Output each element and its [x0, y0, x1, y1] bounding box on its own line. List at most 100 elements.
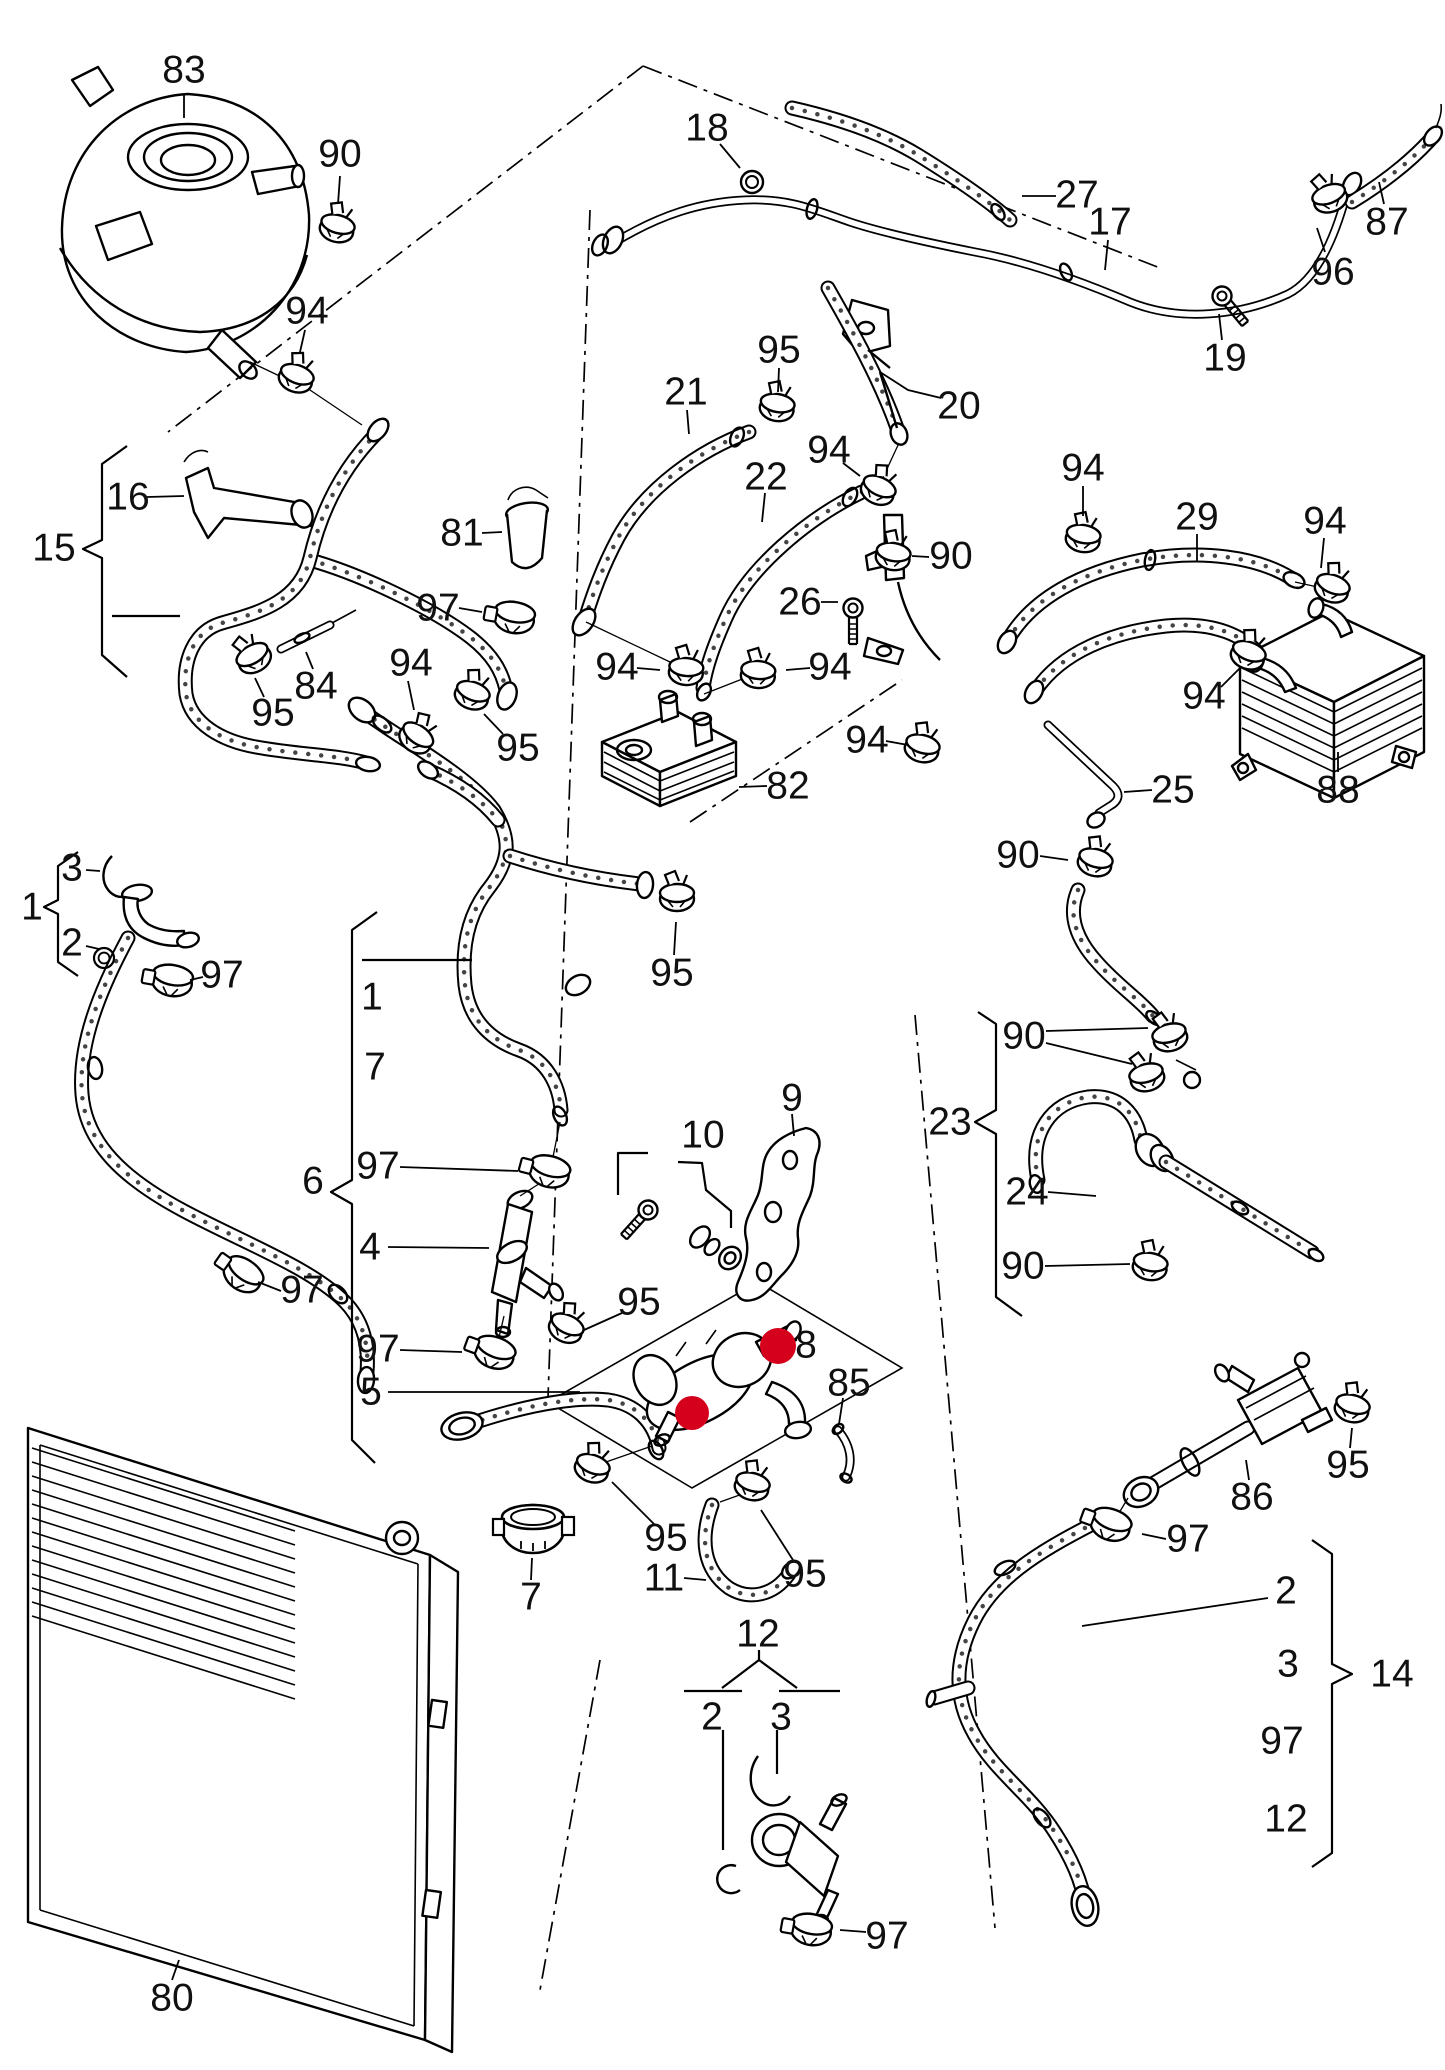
- hose-5: [440, 1399, 666, 1461]
- leader-line-21: [686, 409, 690, 435]
- part-label-5: 5: [360, 1371, 382, 1414]
- leader-line-86: [1245, 1459, 1250, 1481]
- check-valve-4: [490, 1189, 565, 1339]
- hose-clamp-icon: [138, 958, 196, 1001]
- part-label-94-5: 94: [845, 719, 888, 762]
- leader-line-97-7: [399, 1349, 463, 1353]
- hose-clamp-icon: [225, 625, 277, 680]
- part-label-95-7: 95: [496, 727, 539, 770]
- part-label-17: 17: [1088, 201, 1131, 244]
- hose-clamp-icon: [738, 645, 779, 691]
- leader-line-9: [791, 1113, 795, 1137]
- hose-1-6-assembly: [347, 696, 655, 1127]
- leader-line-25: [1123, 789, 1153, 793]
- leader-line-24: [1047, 1191, 1097, 1197]
- leader-line-94-4: [785, 667, 811, 671]
- part-label-95-2: 95: [617, 1281, 660, 1324]
- coolant-pipe-17: [590, 104, 1444, 356]
- hose-stub-85: [831, 1422, 855, 1484]
- flange-group-12: [715, 1755, 848, 1927]
- part-label-7-1: 7: [364, 1046, 386, 1089]
- leader-line-94-8: [1220, 667, 1241, 688]
- part-label-95-3: 95: [644, 1517, 687, 1560]
- hose-clamp-icon: [274, 346, 323, 399]
- part-label-94-1: 94: [285, 290, 328, 333]
- part-label-95-6: 95: [251, 692, 294, 735]
- leader-line-94-5: [885, 740, 909, 746]
- part-label-2-3: 2: [61, 922, 83, 965]
- leader-line-90-4: [1045, 1027, 1149, 1032]
- part-label-26: 26: [778, 581, 821, 624]
- leader-line-19: [1218, 313, 1223, 341]
- oil-cooler-88: [1230, 597, 1426, 800]
- part-label-14: 14: [1370, 1653, 1413, 1696]
- part-label-16: 16: [106, 476, 149, 519]
- leader-line-97-6: [257, 1281, 282, 1292]
- o-ring-icon: [739, 169, 765, 195]
- part-label-97-7: 97: [356, 1328, 399, 1371]
- part-label-97-8: 97: [200, 954, 243, 997]
- leader-line-94-1: [299, 329, 306, 353]
- hose-clamp-icon: [543, 1296, 594, 1350]
- leader-line-97-4: [458, 607, 483, 613]
- hose-clamp-icon: [900, 717, 947, 768]
- leader-line-95-7: [483, 713, 504, 735]
- expansion-tank: [58, 65, 311, 380]
- leader-line-2-2: [1081, 1597, 1269, 1627]
- leader-line-90-2: [911, 555, 930, 558]
- part-label-3-2: 3: [1277, 1643, 1299, 1686]
- bolt-icon: [615, 1195, 663, 1245]
- part-label-3-3: 3: [61, 847, 83, 890]
- part-label-22: 22: [744, 456, 787, 499]
- part-label-18: 18: [685, 107, 728, 150]
- part-label-87: 87: [1365, 201, 1408, 244]
- part-label-80: 80: [150, 1977, 193, 2020]
- part-label-4: 4: [359, 1226, 381, 1269]
- axis-lines: [496, 442, 1323, 1519]
- leader-line-87: [1378, 181, 1385, 205]
- part-label-82: 82: [766, 765, 809, 808]
- part-label-85: 85: [827, 1362, 870, 1405]
- part-label-96: 96: [1311, 251, 1354, 294]
- leader-line-94-9: [407, 680, 415, 711]
- leader-line-90-3: [1039, 855, 1069, 861]
- aux-water-pump-8: [632, 1320, 813, 1447]
- part-label-9: 9: [781, 1077, 803, 1120]
- part-label-90-3: 90: [996, 834, 1039, 877]
- hose-15: [185, 361, 498, 820]
- sensor-81: [504, 486, 550, 570]
- hose-clamp-icon: [730, 1455, 777, 1506]
- leader-line-95-5: [1349, 1427, 1353, 1449]
- bracket-9: [735, 1126, 821, 1302]
- leader-line-4: [387, 1246, 490, 1249]
- part-label-23: 23: [928, 1101, 971, 1144]
- part-label-83: 83: [162, 49, 205, 92]
- hose-clamp-icon: [1129, 1236, 1173, 1284]
- part-label-95-1: 95: [757, 329, 800, 372]
- part-label-19: 19: [1203, 337, 1246, 380]
- part-label-90-5: 90: [1001, 1245, 1044, 1288]
- leader-line-16: [146, 495, 185, 498]
- leader-line-11: [683, 1577, 707, 1581]
- hose-clamp-icon: [666, 642, 707, 688]
- part-label-94-9: 94: [389, 642, 432, 685]
- group-brackets: [42, 445, 1354, 1868]
- bolt-icon: [842, 597, 864, 646]
- leader-line-85: [838, 1397, 844, 1425]
- leader-line-94-2: [842, 462, 861, 477]
- connector-16: [183, 449, 314, 540]
- leader-line-90-5: [1044, 1263, 1131, 1267]
- part-label-90-2: 90: [929, 535, 972, 578]
- fasteners-10: [688, 1225, 743, 1271]
- part-label-2-2: 2: [1275, 1570, 1297, 1613]
- part-label-24: 24: [1005, 1171, 1048, 1214]
- leader-line-97-2: [1141, 1533, 1167, 1540]
- hose-clamp-icon: [491, 1503, 576, 1555]
- part-label-94-8: 94: [1182, 675, 1225, 718]
- hose-clamp-icon: [1073, 831, 1120, 882]
- radiator-hose-bottom-left: [82, 938, 376, 1395]
- highlight-dot: [675, 1396, 709, 1430]
- part-label-10: 10: [681, 1114, 724, 1157]
